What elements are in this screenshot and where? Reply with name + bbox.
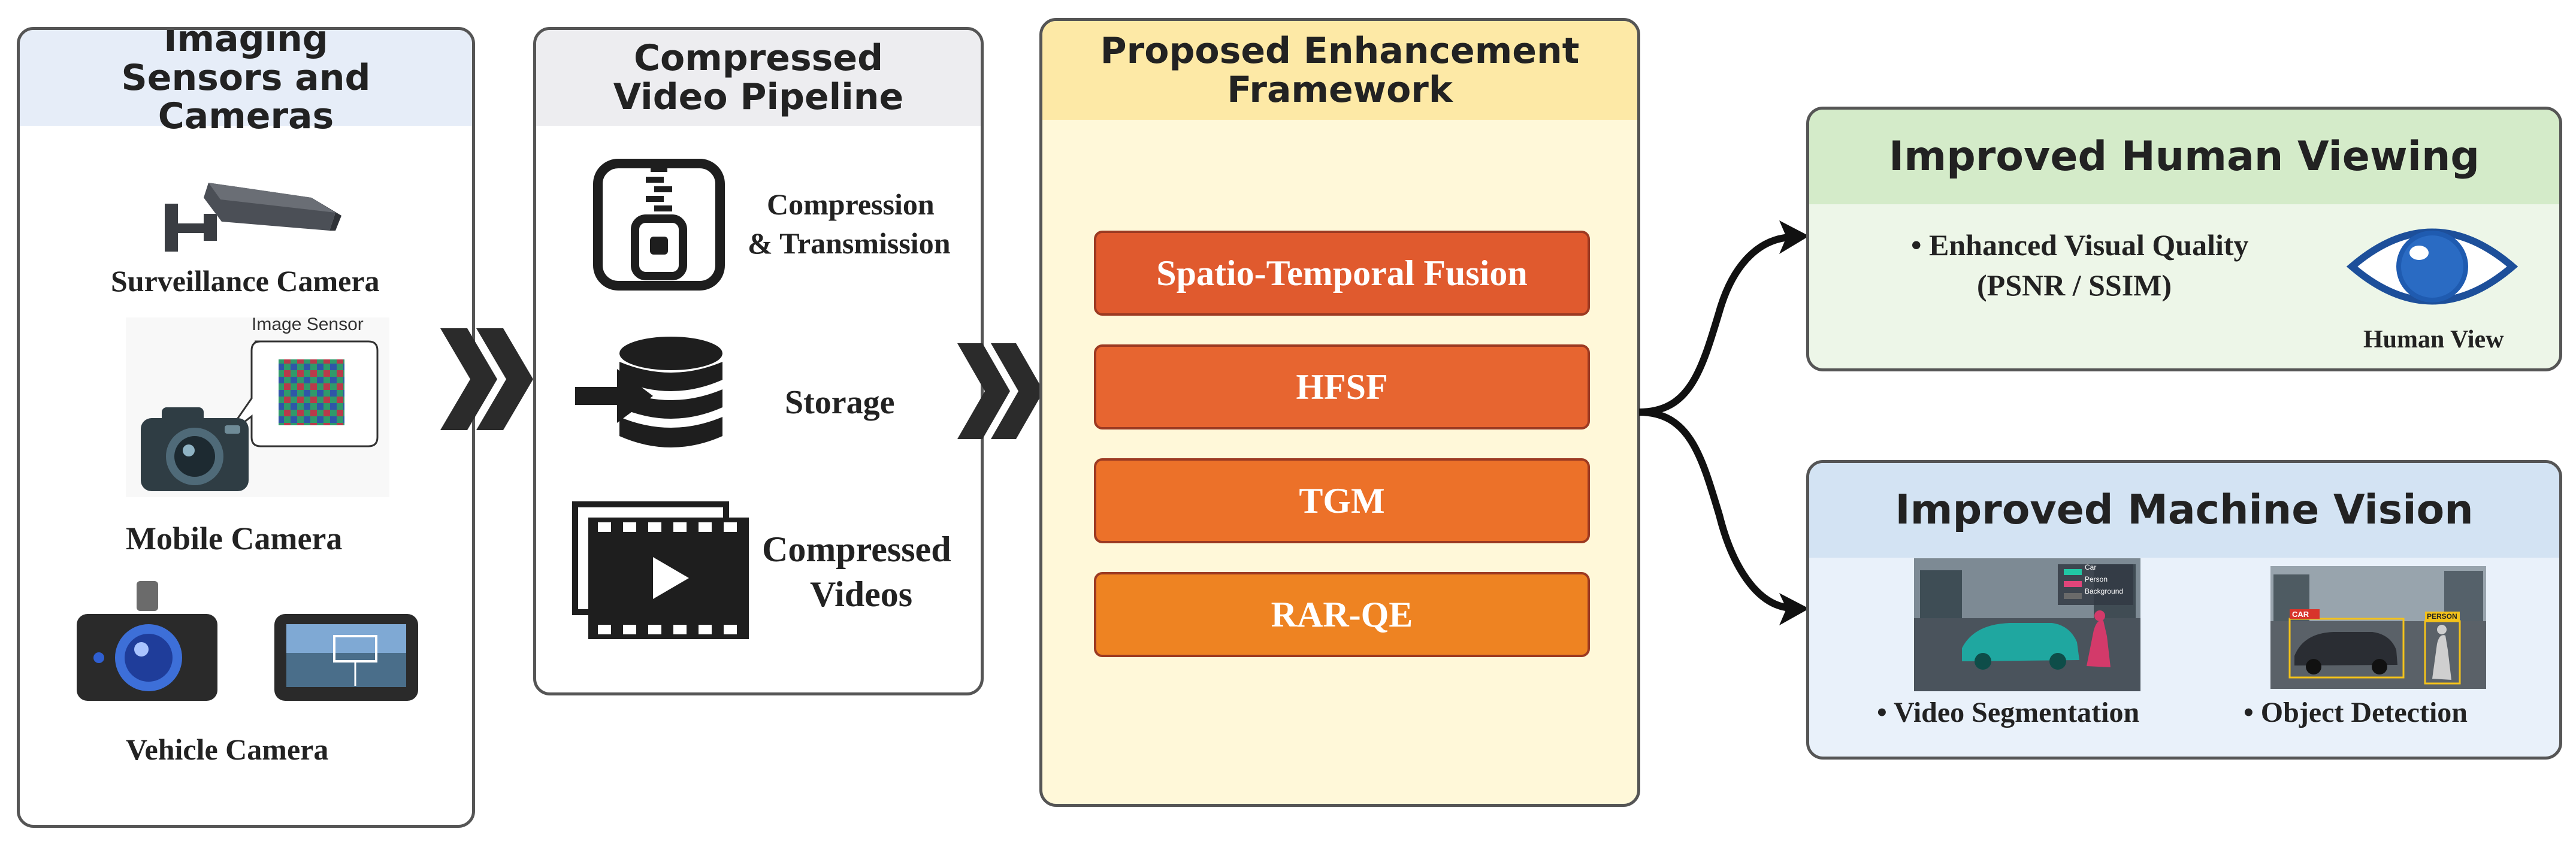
human-bullet-metrics: (PSNR / SSIM) [1977,268,2172,302]
framework-panel-header: Proposed Enhancement Framework [1042,21,1637,120]
branch-arrows [1638,220,1809,625]
human-bullet-quality: • Enhanced Visual Quality [1911,228,2249,262]
human-viewing-header: Improved Human Viewing [1809,110,2559,204]
video-segmentation-label: • Video Segmentation [1877,697,2140,728]
mobile-camera-icon [141,407,249,491]
vehicle-camera-icon [77,581,418,701]
eye-icon [2346,228,2518,305]
human-viewing-title: Improved Human Viewing [1888,133,2480,181]
image-sensor-label: Image Sensor [252,314,364,334]
compressed-videos-icon [572,501,749,639]
detection-thumbnail [2270,566,2486,689]
videos-label-line1: Compressed [762,530,951,569]
human-viewing-panel: Improved Human Viewing [1806,107,2562,371]
seg-legend-car: Car [2085,563,2097,571]
compression-label-line2: & Transmission [748,226,951,260]
det-tag-car: CAR [2292,610,2309,619]
surveillance-camera-label: Surveillance Camera [111,264,380,298]
framework-panel-title: Proposed Enhancement Framework [1100,29,1580,111]
flow-chevron-2 [957,343,1044,439]
vehicle-camera-label: Vehicle Camera [126,733,329,766]
compression-icon [593,159,725,291]
flow-chevron-1 [440,328,533,430]
image-sensor-icon [279,359,344,425]
compression-label-line1: Compression [767,187,935,221]
det-tag-person: PERSON [2427,612,2457,621]
storage-label: Storage [785,384,895,421]
image-sensor-callout [126,317,389,497]
pipeline-panel-header: Compressed Video Pipeline [536,30,981,126]
sensors-panel-header: Imaging Sensors and Cameras [20,30,472,136]
module-hfsf: HFSF [1094,344,1590,429]
pipeline-panel-title: Compressed Video Pipeline [613,37,904,118]
module-spatio-temporal-fusion: Spatio-Temporal Fusion [1094,231,1590,316]
machine-vision-title: Improved Machine Vision [1895,486,2474,534]
videos-label-line2: Videos [810,574,913,614]
machine-vision-header: Improved Machine Vision [1809,463,2559,558]
module-tgm: TGM [1094,458,1590,543]
human-view-label: Human View [2363,326,2504,353]
seg-legend-person: Person [2085,575,2108,583]
module-rar-qe: RAR-QE [1094,572,1590,657]
sensors-panel-title: Imaging Sensors and Cameras [121,27,371,138]
object-detection-label: • Object Detection [2244,697,2468,728]
storage-icon [575,337,722,447]
mobile-camera-label: Mobile Camera [126,521,343,556]
segmentation-thumbnail [1914,558,2140,691]
surveillance-camera-icon [165,183,341,252]
seg-legend-background: Background [2085,587,2124,595]
